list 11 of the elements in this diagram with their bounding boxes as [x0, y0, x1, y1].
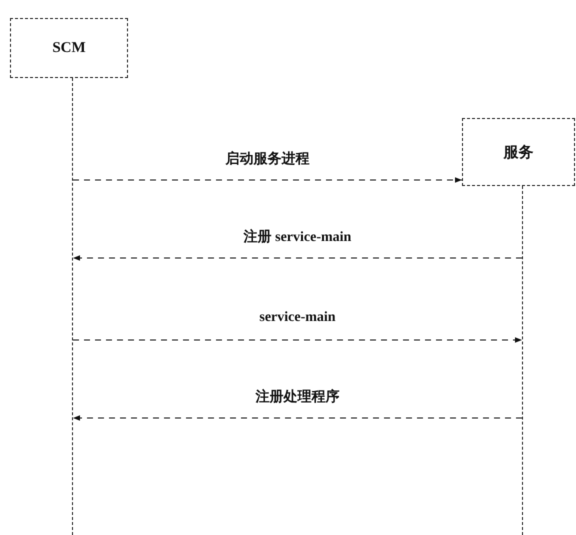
- actor-box: SCM: [10, 18, 128, 78]
- edge-label: 注册 service-main: [242, 228, 354, 246]
- message-arrow: [72, 415, 522, 421]
- lifeline: [72, 78, 73, 535]
- lifeline: [522, 186, 523, 535]
- message-arrow: [72, 177, 462, 183]
- message-arrow: [72, 337, 522, 343]
- actor-box: 服务: [462, 118, 575, 186]
- message-arrow: [72, 255, 522, 261]
- edge-label: 注册处理程序: [254, 388, 342, 406]
- edge-label: 启动服务进程: [224, 150, 312, 168]
